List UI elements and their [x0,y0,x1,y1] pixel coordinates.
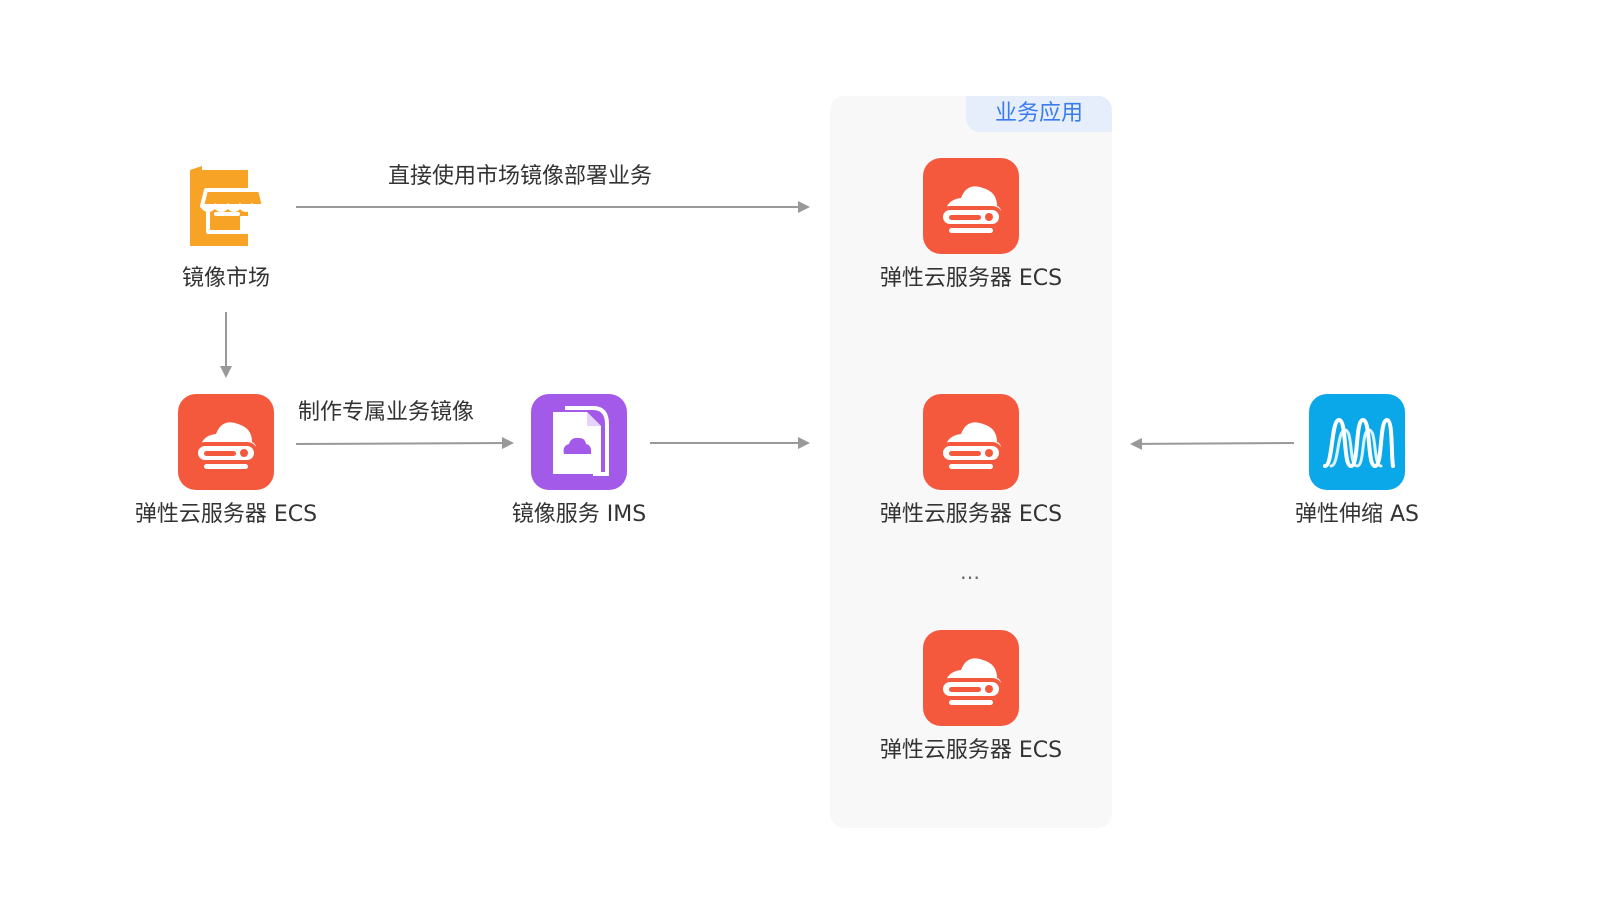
ecs-top-label: 弹性云服务器 ECS [879,266,1063,291]
group-title-tag: 业务应用 [966,96,1112,132]
edge-label-make-image: 制作专属业务镜像 [298,400,475,425]
ecs-source-label: 弹性云服务器 ECS [134,502,318,527]
edge-label-deploy-direct: 直接使用市场镜像部署业务 [388,164,653,189]
cloud-server-icon [923,630,1019,726]
ecs-bottom-label: 弹性云服务器 ECS [879,738,1063,763]
as-label: 弹性伸缩 AS [1294,502,1420,527]
cloud-server-icon [923,394,1019,490]
ecs-middle-label: 弹性云服务器 ECS [879,502,1063,527]
marketplace-label: 镜像市场 [181,266,271,291]
cloud-server-icon [923,158,1019,254]
arrow-ecs-to-ims [295,437,514,450]
cloud-image-icon [531,394,627,490]
cloud-server-icon [178,394,274,490]
arrow-as-to-group [1130,437,1295,450]
auto-scaling-icon [1309,394,1405,490]
more-instances-ellipsis: … [960,560,982,584]
ims-label: 镜像服务 IMS [511,502,647,527]
storefront-icon [178,160,274,256]
